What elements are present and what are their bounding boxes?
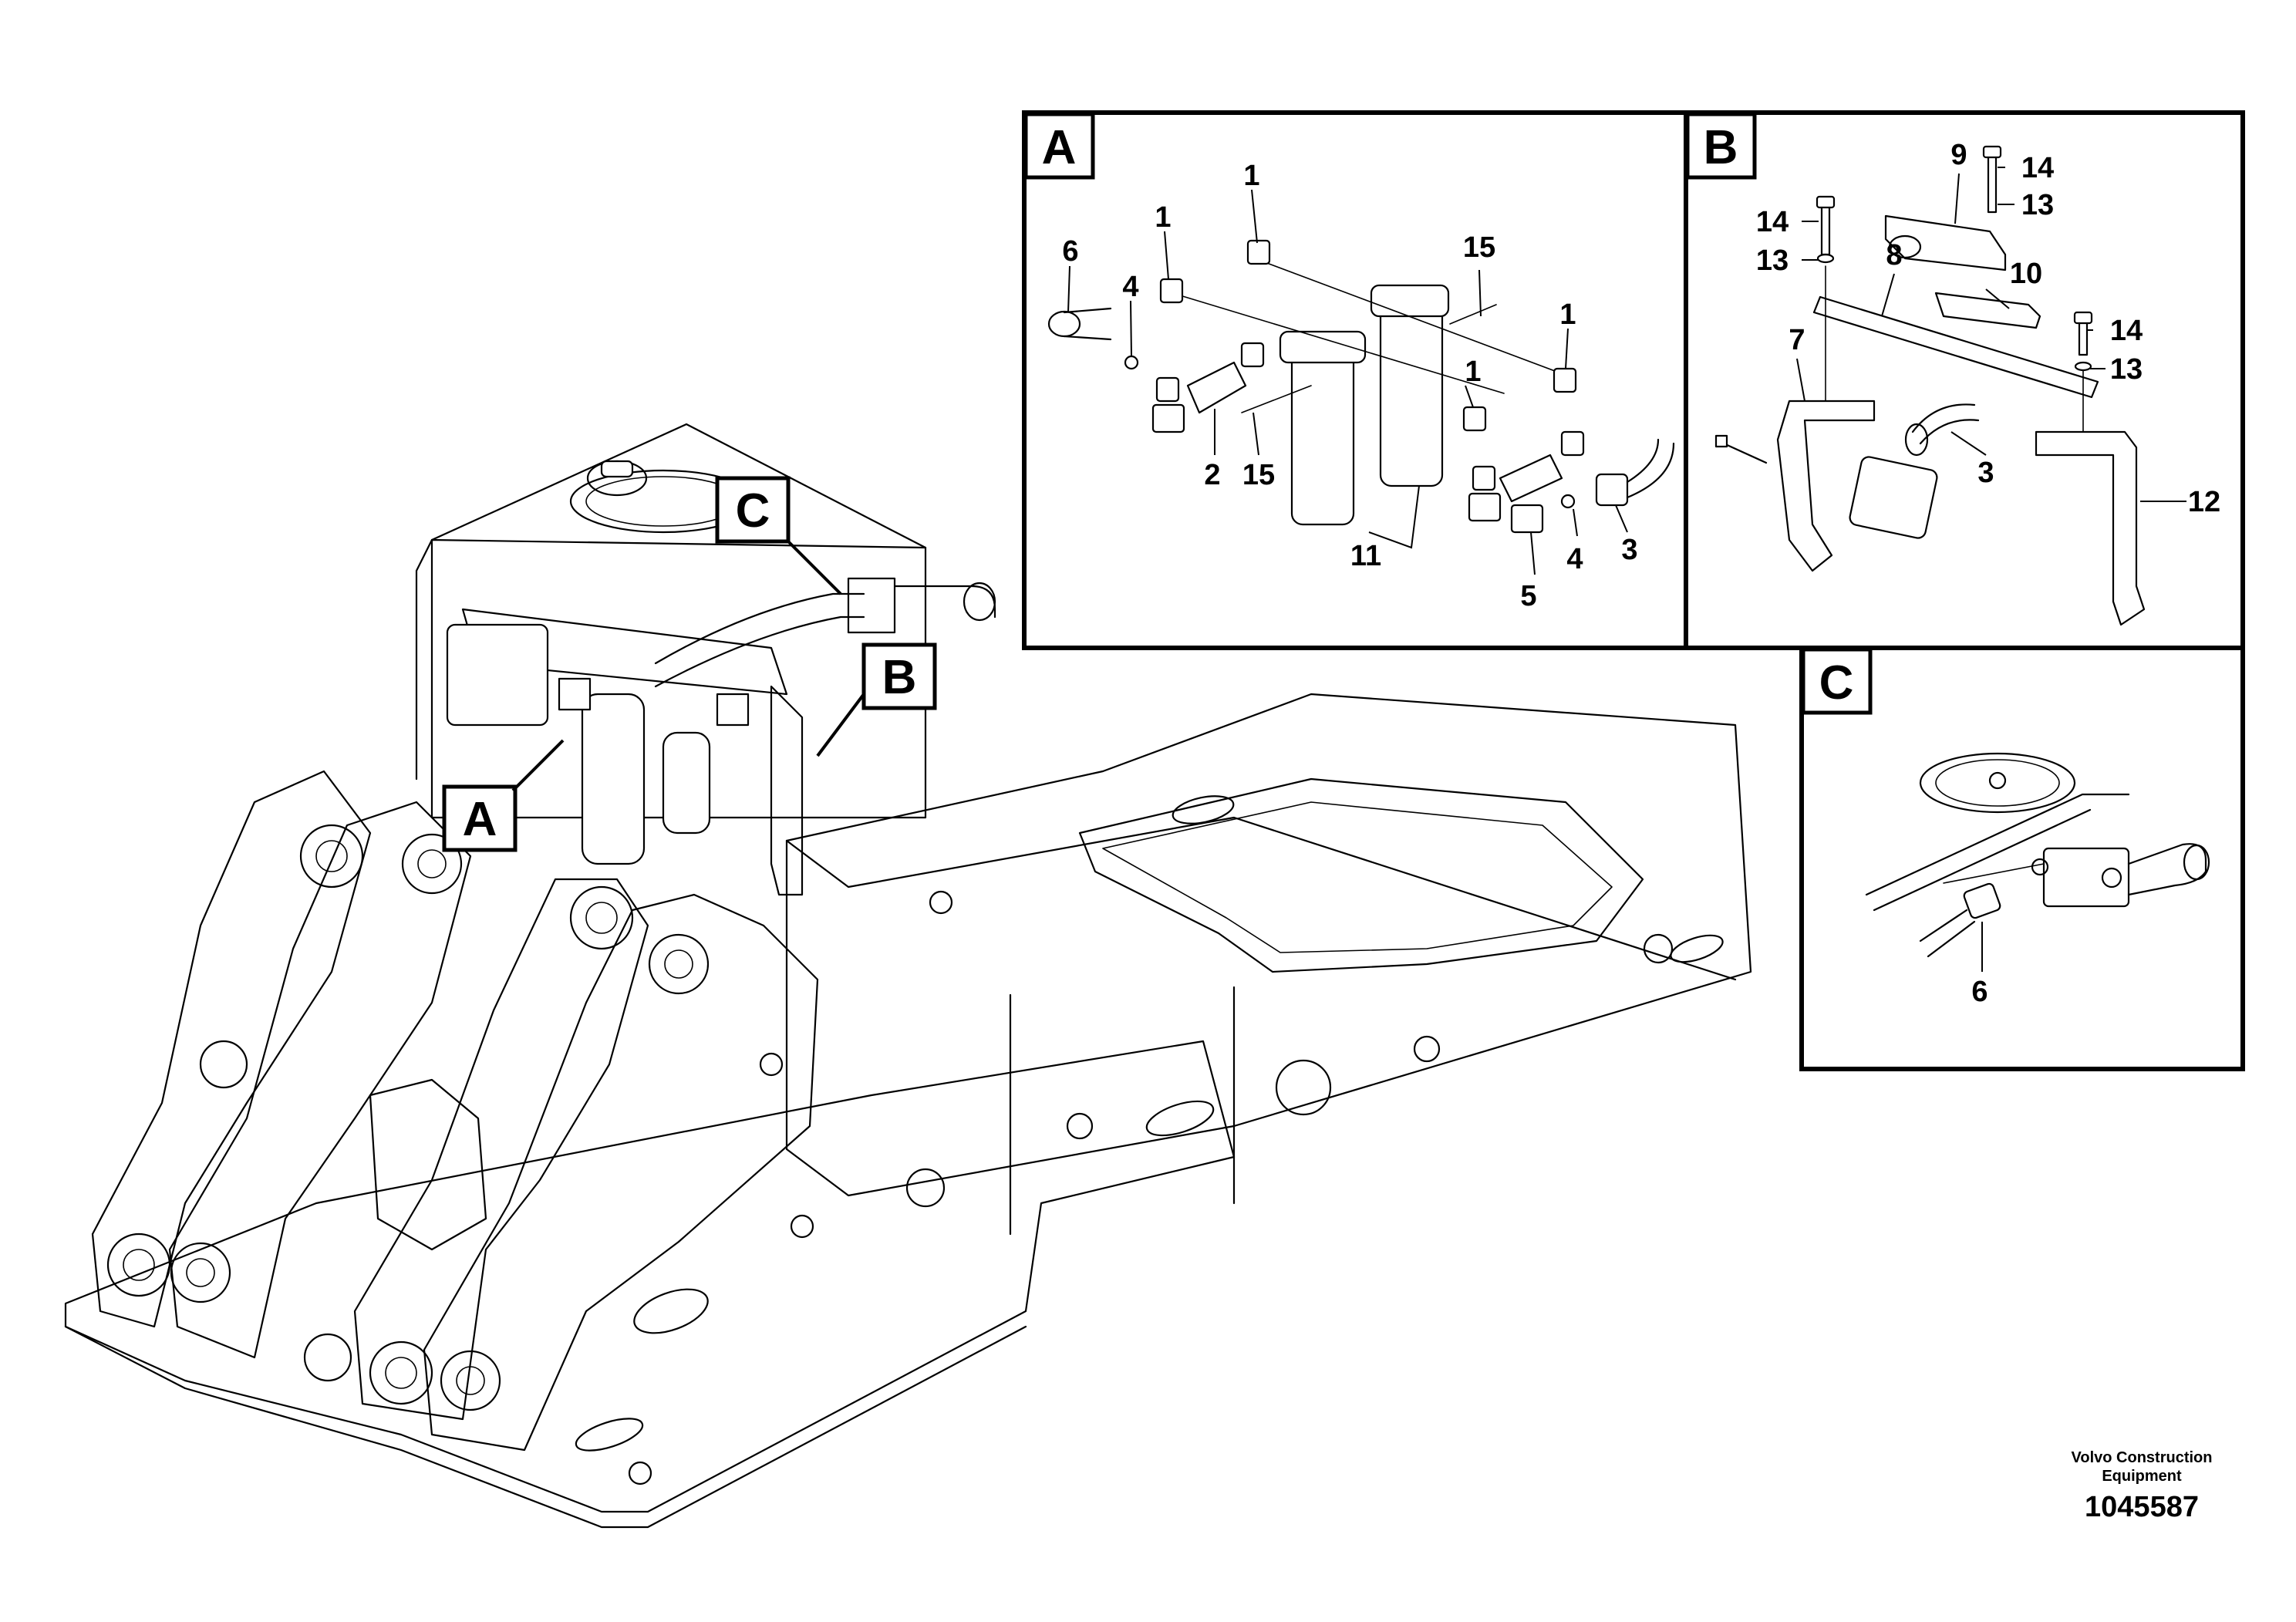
detail-c-panel: C 6 [1799,646,2245,1071]
detail-a-panel: A [1022,110,1688,650]
label-a-15-right: 15 [1463,231,1495,264]
company-name: Volvo Construction [2072,1449,2213,1466]
label-b-14-right: 14 [2110,315,2143,347]
detail-b-tag: B [1704,121,1738,174]
label-a-2: 2 [1204,459,1220,491]
detail-a-parts [1047,239,1675,534]
detail-a-leaders [1067,189,1628,575]
label-b-9: 9 [1950,139,1967,171]
label-b-13-top: 13 [2021,189,2054,221]
label-b-10: 10 [2010,258,2042,290]
company-name-line2: Equipment [2102,1468,2182,1485]
detail-b-labels: 9 14 13 14 13 8 10 14 13 7 3 12 [1756,139,2220,518]
label-b-8: 8 [1886,239,1902,271]
label-a-4-left: 4 [1122,271,1138,303]
label-a-3: 3 [1621,534,1637,566]
detail-a-labels: 1 1 1 1 6 4 2 15 11 15 5 4 3 [1062,160,1637,612]
callout-a-label: A [463,793,497,846]
label-b-14-top: 14 [2021,152,2054,184]
detail-c-parts [1865,752,2210,958]
label-a-1-left: 1 [1155,201,1171,234]
label-a-15-left: 15 [1242,459,1275,491]
label-b-3: 3 [1977,457,1994,489]
drawing-number: 1045587 [2085,1491,2199,1523]
detail-b-panel: B [1684,110,2245,650]
detail-c-labels: 6 [1971,976,1988,1008]
label-a-1-right: 1 [1559,298,1576,331]
label-a-5: 5 [1520,580,1536,612]
label-b-14-left: 14 [1756,206,1789,238]
label-a-6: 6 [1062,235,1078,268]
label-b-12: 12 [2188,486,2220,518]
callout-c-label: C [736,484,770,538]
callout-a: A [442,739,565,852]
detail-c-tag: C [1819,656,1854,710]
label-b-13-right: 13 [2110,353,2143,386]
label-b-7: 7 [1789,324,1805,356]
machine-frame [64,423,1752,1529]
detail-a-tag: A [1042,121,1077,174]
callout-b: B [816,642,937,757]
callout-b-label: B [882,651,917,704]
label-a-11: 11 [1350,540,1381,572]
label-b-13-left: 13 [1756,244,1789,277]
footer: Volvo Construction Equipment 1045587 [2072,1449,2213,1523]
callout-c: C [715,476,842,595]
label-a-4-right: 4 [1566,543,1583,575]
label-a-1-mid: 1 [1465,356,1481,388]
label-c-6: 6 [1971,976,1988,1008]
detail-b-parts [1714,145,2146,626]
detail-b-leaders [1796,167,2186,502]
label-a-1-top: 1 [1243,160,1259,192]
